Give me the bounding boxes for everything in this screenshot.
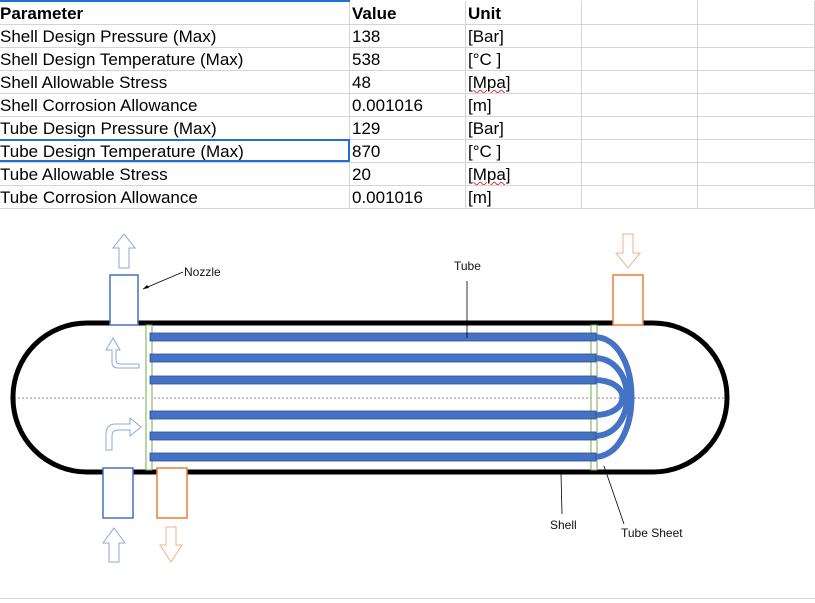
parameter-cell[interactable]: Shell Allowable Stress [0, 70, 350, 93]
arrow-up-icon [102, 527, 126, 563]
parameter-cell[interactable]: Shell Design Pressure (Max) [0, 24, 350, 47]
unit-cell[interactable]: [Bar] [466, 116, 582, 139]
table-row: Tube Design Pressure (Max)129[Bar] [0, 116, 815, 140]
tube [149, 375, 597, 385]
empty-cell[interactable] [582, 93, 698, 116]
unit-cell[interactable]: [°C ] [466, 139, 582, 162]
value-cell[interactable]: 138 [350, 24, 466, 47]
value-cell[interactable]: 0.001016 [350, 93, 466, 116]
tube [149, 452, 597, 462]
unit-cell[interactable]: [m] [466, 185, 582, 208]
empty-cell[interactable] [582, 1, 698, 24]
flow-turn-arrow-icon [105, 416, 142, 451]
header-parameter[interactable]: Parameter [0, 1, 350, 24]
empty-cell[interactable] [582, 47, 698, 70]
parameter-cell[interactable]: Tube Design Pressure (Max) [0, 116, 350, 139]
tube-label: Tube [454, 259, 481, 273]
shell-label: Shell [550, 518, 577, 532]
u-bend [593, 377, 626, 418]
unit-cell[interactable]: [°C ] [466, 47, 582, 70]
nozzle-label: Nozzle [184, 265, 221, 279]
u-bend [593, 334, 635, 460]
value-cell[interactable]: 129 [350, 116, 466, 139]
tube [149, 332, 597, 342]
empty-cell[interactable] [582, 185, 698, 208]
empty-cell[interactable] [582, 139, 698, 162]
leader-arrowhead [143, 285, 149, 289]
table-row: Shell Design Temperature (Max)538[°C ] [0, 47, 815, 71]
parameter-cell[interactable]: Tube Allowable Stress [0, 162, 350, 185]
arrow-down-icon [159, 526, 183, 563]
tube-sheet-left [145, 324, 153, 471]
empty-cell[interactable] [582, 162, 698, 185]
unit-cell[interactable]: [Mpa] [466, 70, 582, 93]
value-cell[interactable]: 48 [350, 70, 466, 93]
tube-bundle [149, 332, 635, 462]
tube [149, 410, 597, 420]
flow-turn-arrow-icon [105, 337, 140, 369]
parameter-cell[interactable]: Shell Corrosion Allowance [0, 93, 350, 116]
value-cell[interactable]: 870 [350, 139, 466, 162]
header-unit[interactable]: Unit [466, 1, 582, 24]
unit-cell[interactable]: [Bar] [466, 24, 582, 47]
tube-sheet-label: Tube Sheet [621, 526, 683, 540]
active-column-indicator [0, 0, 350, 2]
unit-cell[interactable]: [m] [466, 93, 582, 116]
nozzle-tube-inlet [612, 274, 644, 326]
nozzle-leader [142, 271, 184, 290]
header-row: Parameter Value Unit [0, 1, 815, 25]
tube-sheet-right [590, 324, 598, 471]
shell-leader [560, 473, 563, 515]
nozzle-shell-outlet [109, 274, 139, 326]
arrow-up-icon [111, 233, 137, 269]
nozzle-shell-inlet [102, 467, 134, 519]
header-value[interactable]: Value [350, 1, 466, 24]
shell [10, 320, 730, 475]
nozzle-tube-outlet [156, 467, 188, 519]
empty-cell[interactable] [582, 70, 698, 93]
parameter-cell[interactable]: Shell Design Temperature (Max) [0, 47, 350, 70]
tube [149, 431, 597, 441]
selected-cell[interactable] [0, 139, 350, 162]
arrow-down-icon [614, 233, 642, 269]
tube-sheet-leader [603, 465, 625, 525]
table-row: Tube Design Temperature (Max)870[°C ] [0, 139, 815, 163]
empty-cell[interactable] [582, 24, 698, 47]
empty-cell[interactable] [582, 116, 698, 139]
unit-cell[interactable]: [Mpa] [466, 162, 582, 185]
value-cell[interactable]: 0.001016 [350, 185, 466, 208]
tube [149, 353, 597, 363]
u-bend [593, 355, 630, 439]
parameter-cell[interactable]: Tube Corrosion Allowance [0, 185, 350, 208]
value-cell[interactable]: 538 [350, 47, 466, 70]
grid-line [0, 598, 815, 599]
value-cell[interactable]: 20 [350, 162, 466, 185]
